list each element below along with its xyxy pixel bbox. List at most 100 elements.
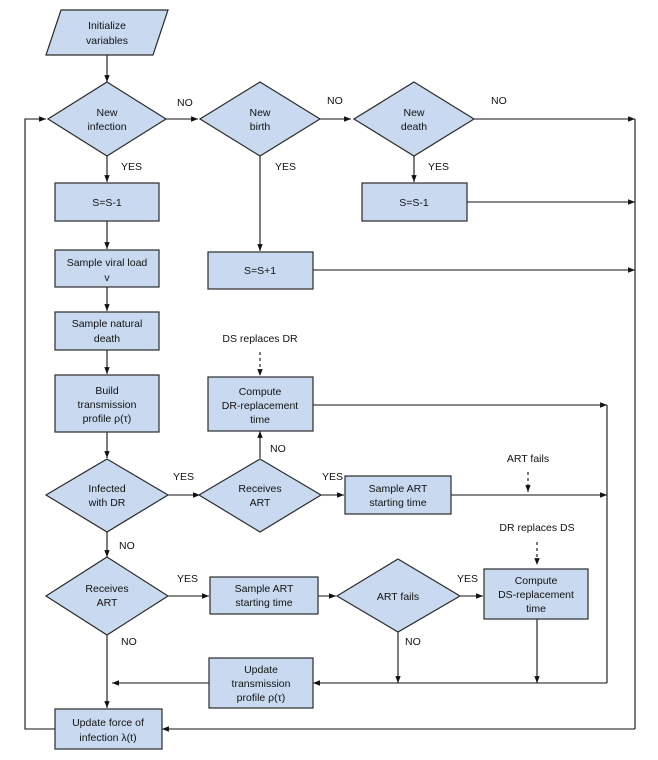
label-yes-receives-art-bottom: YES [177,573,198,585]
label-yes-infection: YES [121,161,142,173]
s-plus-1-box: S=S+1 [207,251,314,290]
label-no-infection: NO [177,97,193,109]
node-label: DR-replacement [222,400,299,412]
new-birth-decision: New birth [198,81,322,157]
node-label: birth [250,121,271,133]
edge-labels: NO NO NO YES YES YES YES NO YES NO YES Y… [119,95,507,648]
label-no-birth: NO [327,95,343,107]
node-label: DS-replacement [498,589,574,601]
edges [24,55,636,732]
node-label: starting time [235,597,292,609]
node-label: ART [250,497,271,509]
label-yes-death: YES [428,161,449,173]
node-label: ART fails [377,591,419,603]
node-label: S=S-1 [399,197,429,209]
label-no-receives-art-top: NO [270,443,286,455]
node-label: Receives [238,483,281,495]
label-no-infected-dr: NO [119,540,135,552]
node-label: Compute [515,575,558,587]
sample-natural-death-box: Sample natural death [54,311,160,351]
node-label: Sample natural [72,318,143,330]
sample-art-start-top-box: Sample ART starting time [344,475,452,515]
node-label: death [94,333,120,345]
initialize-node: Initialize variables [45,9,169,56]
node-label: time [250,414,270,426]
node-label: starting time [369,497,426,509]
update-transmission-profile-box: Update transmission profile ρ(τ) [208,657,314,709]
node-label: S=S+1 [244,265,276,277]
node-label: New [249,107,270,119]
node-label: Update [244,664,278,676]
s-minus-1-left-box: S=S-1 [54,182,160,222]
update-force-of-infection-box: Update force of infection λ(t) [54,708,163,750]
sample-art-start-bottom-box: Sample ART starting time [209,576,319,615]
node-label: Initialize [88,20,126,32]
new-infection-decision: New infection [46,81,168,157]
svg-text:S=S+1: S=S+1 [244,265,276,277]
node-label: New [403,107,424,119]
label-no-death: NO [491,95,507,107]
annotation-art-fails: ART fails [507,453,549,465]
node-label: time [526,603,546,615]
label-no-receives-art-bottom: NO [121,636,137,648]
new-death-decision: New death [352,81,476,157]
label-yes-art-fails: YES [457,573,478,585]
node-label: death [401,121,427,133]
node-label: infection λ(t) [79,732,136,744]
node-label: transmission [78,399,137,411]
art-fails-decision: ART fails [335,558,462,633]
svg-text:ART fails: ART fails [377,591,419,603]
svg-text:S=S-1: S=S-1 [92,197,122,209]
node-label: profile ρ(τ) [237,692,286,704]
node-label: variables [86,35,128,47]
edge-update-force-loop-back [24,116,55,730]
node-label: Update force of [72,717,144,729]
node-label: profile ρ(τ) [83,413,132,425]
node-label: Sample ART [235,583,294,595]
sample-viral-load-box: Sample viral load v [54,249,160,288]
label-yes-receives-art-top: YES [322,471,343,483]
s-minus-1-right-box: S=S-1 [361,182,468,222]
node-label: with DR [88,497,126,509]
node-label: Build [95,385,119,397]
annotation-dr-replaces-ds: DR replaces DS [499,522,574,534]
node-label: S=S-1 [92,197,122,209]
node-label: Sample ART [369,483,428,495]
build-transmission-profile-box: Build transmission profile ρ(τ) [54,374,160,433]
node-label: transmission [232,678,291,690]
annotations: DS replaces DR ART fails DR replaces DS [222,333,574,534]
svg-text:S=S-1: S=S-1 [399,197,429,209]
label-no-art-fails: NO [405,636,421,648]
label-yes-infected-dr: YES [173,471,194,483]
node-label: New [96,107,117,119]
node-label: Compute [239,386,282,398]
node-label: Receives [85,583,128,595]
node-label: v [104,272,110,284]
node-label: infection [87,121,126,133]
annotation-ds-replaces-dr: DS replaces DR [222,333,298,345]
node-label: Sample viral load [67,257,148,269]
label-yes-birth: YES [275,161,296,173]
